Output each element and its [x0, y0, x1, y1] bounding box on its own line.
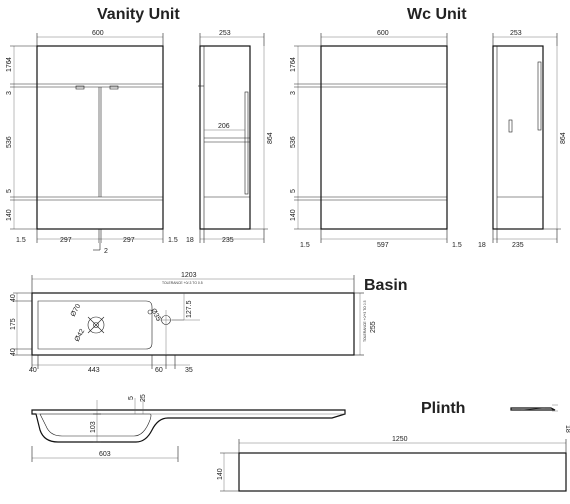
vanity-unit-title: Vanity Unit [97, 6, 180, 23]
basin-edge-bottom-label: 40 [10, 348, 17, 356]
vanity-side-gap-left-label: 1.5 [16, 237, 26, 244]
vanity-door-left-label: 297 [60, 237, 72, 244]
wc-height-label: 864 [560, 132, 567, 144]
basin-length-label: 1203 [181, 272, 197, 279]
wc-side-flush [508, 119, 513, 133]
wc-depth-label: 253 [510, 30, 522, 37]
vanity-mid-gap-label: 3 [6, 91, 13, 95]
basin-tolerance-v-label: TOLERANCE +0/+3 TO 0.5 [363, 300, 367, 342]
wc-plinth-label: 140 [290, 209, 297, 221]
vanity-height-label: 864 [267, 132, 274, 144]
vanity-side-handle [244, 91, 249, 195]
vanity-left-handle [75, 85, 85, 90]
plinth-thickness-label: 18 [564, 425, 570, 433]
basin-bowl [37, 300, 153, 350]
basin-bowl-label: 175 [10, 318, 17, 330]
plinth-height-label: 140 [217, 468, 224, 480]
basin-depth-label: 255 [370, 321, 377, 333]
plinth-title: Plinth [421, 400, 465, 417]
vanity-shelf-label: 206 [218, 123, 230, 130]
basin-tap-to-bowl-label: 60 [155, 367, 163, 374]
wc-base-thk-label: 18 [478, 242, 486, 249]
vanity-top-gap-label: 4 [6, 57, 13, 61]
wc-top-gap-label: 4 [290, 57, 297, 61]
plinth-front [238, 452, 567, 492]
plinth-length-label: 1250 [392, 436, 408, 443]
basin-edge-top-label: 40 [10, 294, 17, 302]
basin-section-view: 103 5 25 603 [31, 394, 346, 462]
plinth-views: 18 1250 140 [217, 404, 570, 492]
basin-title: Basin [364, 277, 408, 294]
wc-side-depth-label: 235 [512, 242, 524, 249]
basin-bowl-length-label: 443 [88, 367, 100, 374]
basin-overflow [147, 309, 153, 315]
vanity-side-view: 253 206 864 18 235 [186, 30, 274, 244]
basin-tolerance-label: TOLERANCE +0/-3 TO 0.5 [162, 281, 203, 285]
section-bowl-depth-label: 103 [90, 421, 97, 433]
plinth-profile [510, 407, 556, 411]
vanity-door-right-label: 297 [123, 237, 135, 244]
basin-waste-dia-label: Ø70 [70, 303, 83, 318]
vanity-side-depth-label: 235 [222, 237, 234, 244]
vanity-right-handle [109, 85, 119, 90]
basin-plan-view: 1203 TOLERANCE +0/-3 TO 0.5 255 TOLERANC… [10, 272, 377, 374]
wc-unit-title: Wc Unit [407, 6, 467, 23]
wc-panel-label: 176 [290, 60, 297, 72]
vanity-width-label: 600 [92, 30, 104, 37]
wc-mid-gap-label: 3 [290, 91, 297, 95]
vanity-plinth-label: 140 [6, 209, 13, 221]
wc-door-label: 536 [290, 136, 297, 148]
section-lip-label: 25 [140, 394, 147, 402]
basin-waste [87, 316, 105, 334]
wc-front-view: 600 4 176 3 536 5 140 1.5 597 1.5 [290, 30, 462, 249]
vanity-front-view: 600 4 176 3 536 5 140 1.5 297 297 1.5 2 [6, 30, 178, 255]
basin-tap-dia-label: Ø35 [149, 308, 162, 323]
basin-tap-to-edge-label: 35 [185, 367, 193, 374]
vanity-centre-gap-label: 2 [104, 248, 108, 255]
section-rim-label: 5 [128, 396, 135, 400]
wc-low-gap-label: 5 [290, 189, 297, 193]
vanity-depth-label: 253 [219, 30, 231, 37]
basin-overflow-dia-label: Ø42 [74, 328, 87, 343]
vanity-drawer-label: 176 [6, 60, 13, 72]
vanity-side-gap-right-label: 1.5 [168, 237, 178, 244]
wc-door-width-label: 597 [377, 242, 389, 249]
basin-left-margin-label: 40 [29, 367, 37, 374]
vanity-base-thk-label: 18 [186, 237, 194, 244]
wc-side-handle [537, 61, 542, 131]
wc-side-view: 253 864 18 235 [478, 30, 567, 249]
wc-side-gap-left-label: 1.5 [300, 242, 310, 249]
vanity-low-gap-label: 5 [6, 189, 13, 193]
basin-tap-offset-label: 127.5 [186, 300, 193, 318]
vanity-doors-label: 536 [6, 136, 13, 148]
wc-width-label: 600 [377, 30, 389, 37]
section-bowl-length-label: 603 [99, 451, 111, 458]
wc-side-gap-right-label: 1.5 [452, 242, 462, 249]
